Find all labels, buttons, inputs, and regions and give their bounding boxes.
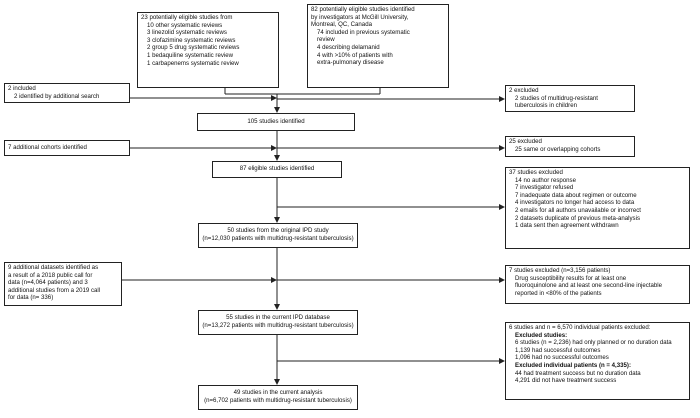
excluded-2-title: 2 excluded [509,87,539,94]
list-item: review [317,36,335,44]
excluded-7-box: 7 studies excluded (n=3,156 patients) Dr… [505,265,690,304]
eligible-87-text: 87 eligible studies identified [239,165,315,172]
list-item: 1 data sent then agreement withdrawn [515,222,619,230]
additional-9-line: a result of a 2018 public call for [8,271,93,279]
list-item: 14 no author response [515,176,576,184]
additional-9-line: data (n=4,064 patients) and 3 [8,279,88,287]
excluded-6-title: 6 studies and n = 6,570 individual patie… [509,324,651,331]
included-2-title: 2 included [8,85,36,92]
sources-b-box: 82 potentially eligible studies identifi… [307,4,449,88]
excluded-6-box: 6 studies and n = 6,570 individual patie… [505,322,690,400]
additional-9-line: for data (n= 336) [8,294,54,302]
list-item: 4 investigators no longer had access to … [515,199,635,207]
cohorts-7-text: 7 additional cohorts identified [8,144,87,151]
list-item: tuberculosis in children [515,102,577,110]
list-item: 3 clofazimine systematic reviews [147,36,236,44]
list-item: 7 inadequate data about regimen or outco… [515,191,637,199]
additional-9-box: 9 additional datasets identified as a re… [4,262,122,306]
current-55-box: 55 studies in the current IPD database (… [198,310,358,335]
list-item: fluoroquinolone and at least one second-… [515,282,663,290]
list-item: reported in <80% of the patients [515,289,602,297]
list-item: extra-pulmonary disease [317,59,384,67]
eligible-87-box: 87 eligible studies identified [212,161,342,178]
list-item: 2 studies of multidrug-resistant [515,94,598,102]
list-item: 74 included in previous systematic [317,28,410,36]
list-item: 4 with >10% of patients with [317,51,393,59]
excluded-25-box: 25 excluded 25 same or overlapping cohor… [505,136,635,157]
sources-b-title-line: by investigators at McGill University, [311,13,409,21]
included-2-box: 2 included 2 identified by additional se… [4,83,130,103]
sources-b-title-line: 82 potentially eligible studies identifi… [311,6,415,13]
original-50-line: (n=12,030 patients with multidrug-resist… [202,234,354,242]
sources-a-box: 23 potentially eligible studies from 10 … [137,12,279,88]
analysis-49-line: 49 studies in the current analysis [233,389,323,396]
analysis-49-box: 49 studies in the current analysis (n=6,… [198,385,358,410]
list-item: 1,139 had successful outcomes [515,346,601,354]
list-item: 2 emails for all authors unavailable or … [515,206,641,214]
excluded-37-box: 37 studies excluded 14 no author respons… [505,167,690,249]
additional-9-line: additional studies from a 2019 call [8,286,101,294]
list-item: 6 studies (n = 2,236) had only planned o… [515,339,672,347]
original-50-box: 50 studies from the original IPD study (… [198,223,358,248]
list-item: 3 linezolid systematic reviews [147,29,227,37]
list-item: 2 identified by additional search [14,92,100,100]
list-item: 1 bedaquiline systematic review [147,51,234,59]
additional-9-line: 9 additional datasets identified as [8,264,99,271]
list-item: 2 group 5 drug systematic reviews [147,44,240,52]
excluded-studies-heading: Excluded studies: [515,331,568,339]
list-item: 1,096 had no successful outcomes [515,354,609,362]
original-50-line: 50 studies from the original IPD study [227,227,329,234]
sources-b-title-line: Montreal, QC, Canada [311,21,372,29]
list-item: 7 investigator refused [515,184,574,192]
list-item: 44 had treatment success but no duration… [515,369,641,377]
excluded-37-title: 37 studies excluded [509,169,563,176]
excluded-25-title: 25 excluded [509,138,542,145]
list-item: 4 describing delamanid [317,43,380,51]
list-item: 25 same or overlapping cohorts [515,145,601,153]
identified-105-text: 105 studies identified [247,118,305,125]
sources-a-title: 23 potentially eligible studies from [141,14,233,21]
excluded-patients-heading: Excluded individual patients (n = 4,335)… [515,361,631,369]
list-item: 1 carbapenems systematic review [147,59,239,67]
current-55-line: 55 studies in the current IPD database [226,314,330,321]
analysis-49-line: (n=6,702 patients with multidrug-resista… [204,396,352,404]
list-item: Drug susceptibility results for at least… [515,274,627,282]
excluded-7-title: 7 studies excluded (n=3,156 patients) [509,267,611,274]
list-item: 2 datasets duplicate of previous meta-an… [515,214,640,222]
cohorts-7-box: 7 additional cohorts identified [4,140,130,156]
list-item: 10 other systematic reviews [147,21,223,29]
current-55-line: (n=13,272 patients with multidrug-resist… [202,321,354,329]
excluded-2-box: 2 excluded 2 studies of multidrug-resist… [505,85,635,112]
identified-105-box: 105 studies identified [197,113,355,131]
list-item: 4,291 did not have treatment success [515,377,617,385]
